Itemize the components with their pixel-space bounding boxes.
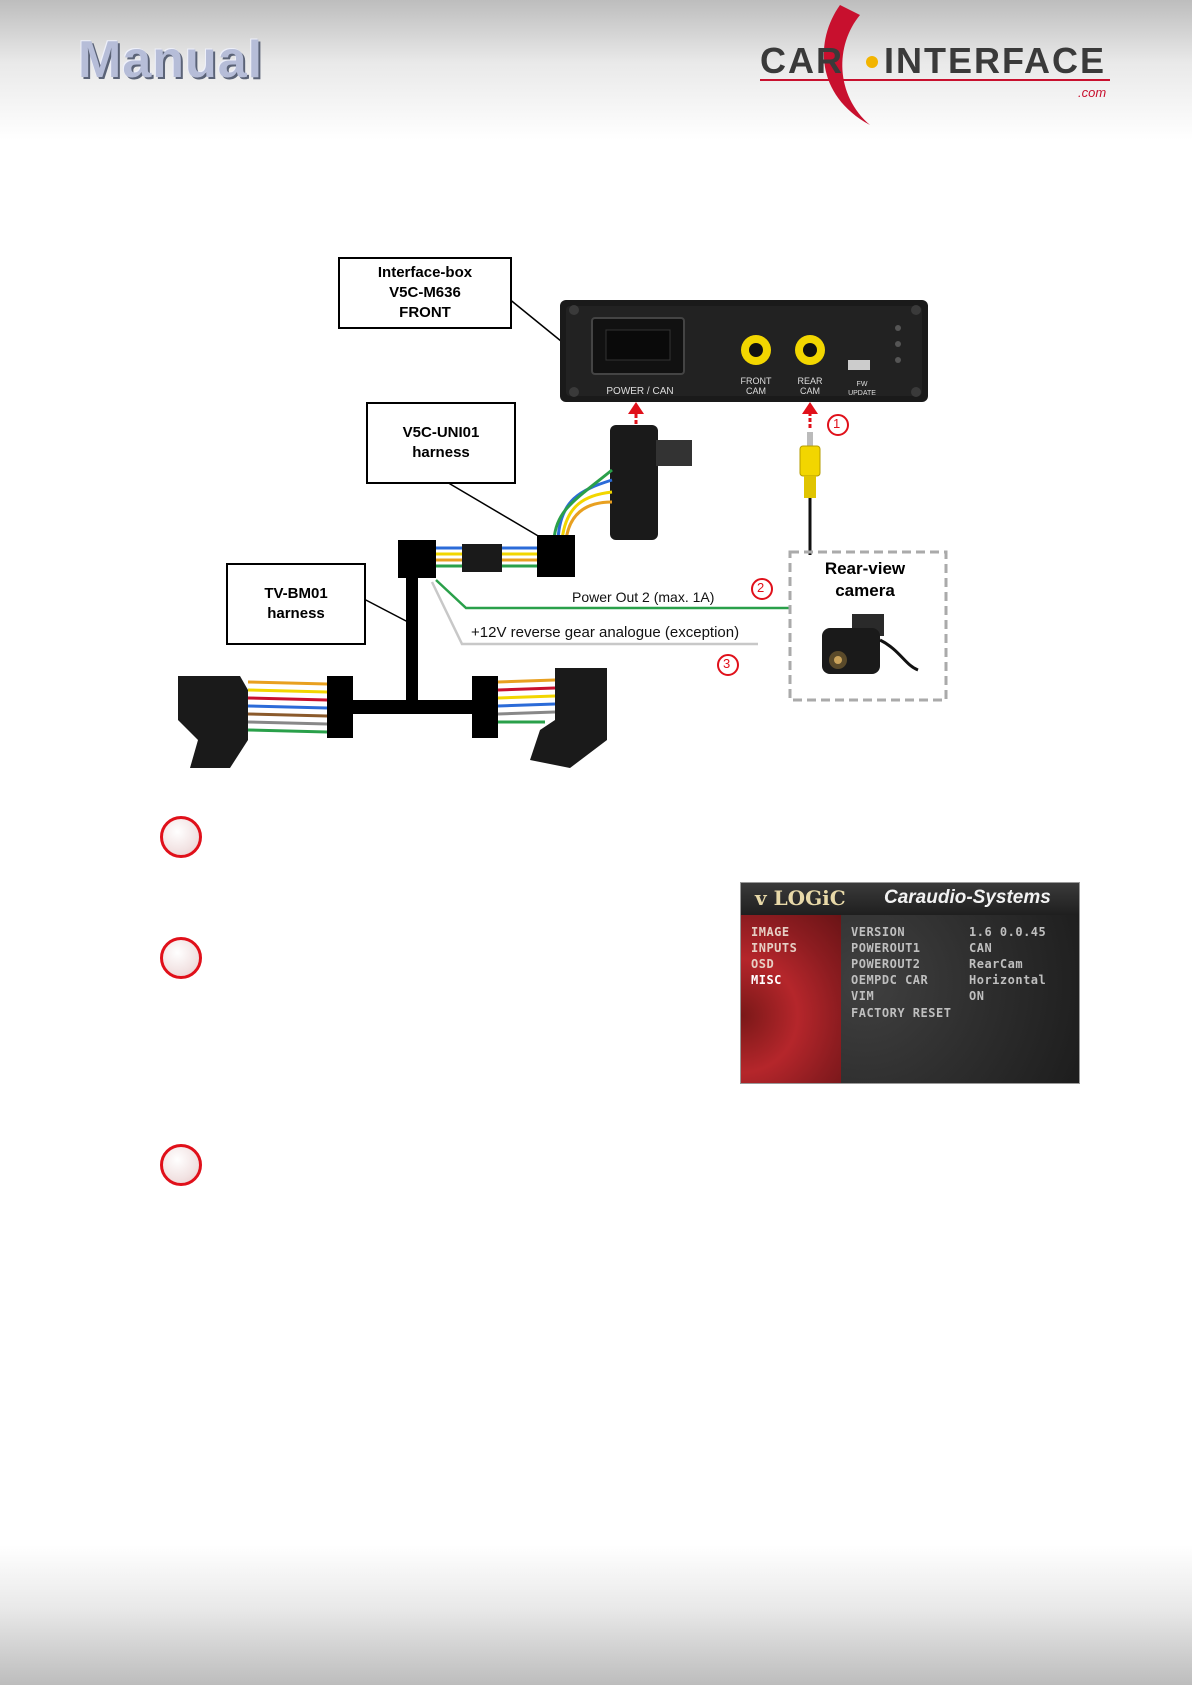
logo-text-interface: INTERFACE xyxy=(884,40,1107,81)
port-front-cam-label-1: FRONT xyxy=(741,376,772,386)
step-3-circle xyxy=(160,1144,202,1186)
port-power-label: POWER / CAN xyxy=(606,386,673,397)
osd-brand-caraudio: Caraudio-Systems xyxy=(884,887,1051,908)
osd-val-powerout2: RearCam xyxy=(969,957,1024,971)
marker-1-icon xyxy=(827,414,849,436)
interface-box-label-line-1: Interface-box xyxy=(377,264,473,281)
camera-label-line-1: Rear-view xyxy=(824,559,906,578)
wire-power-out xyxy=(435,579,790,610)
car-interface-logo: CAR INTERFACE .com xyxy=(760,0,1120,135)
camera-frame xyxy=(788,550,948,702)
manual-title: Manual xyxy=(78,31,264,89)
car-connector-right-icon xyxy=(497,668,607,768)
junction-block-left xyxy=(398,540,436,578)
wire-reverse xyxy=(430,581,758,646)
port-fw-label-1: FW xyxy=(857,381,868,388)
wiring-diagram: POWER / CAN FRONT CAM REAR CAM FW UPDATE xyxy=(178,297,948,768)
marker-1-number: 1 xyxy=(833,416,841,431)
interface-box-label-line-3: FRONT xyxy=(399,304,451,321)
marker-2-icon xyxy=(751,578,773,600)
osd-key-version: VERSION xyxy=(851,925,906,939)
header-band xyxy=(0,0,1192,140)
uni-harness-label-line-1: V5C-UNI01 xyxy=(402,424,480,441)
osd-key-vim: VIM xyxy=(851,989,875,1003)
uni01-connector-icon xyxy=(552,425,692,541)
step-2-circle xyxy=(160,937,202,979)
osd-key-factory-reset: FACTORY RESET xyxy=(851,1006,952,1020)
port-fw-label-2: UPDATE xyxy=(848,390,876,397)
osd-key-powerout2: POWEROUT2 xyxy=(851,957,921,971)
osd-val-oempdc: Horizontal xyxy=(969,973,1047,987)
marker-3-number: 3 xyxy=(723,656,731,671)
port-rear-cam-label-1: REAR xyxy=(797,376,823,386)
osd-key-oempdc: OEMPDC CAR xyxy=(851,973,929,987)
osd-menu-osd: OSD xyxy=(751,957,775,971)
junction-block-right xyxy=(537,535,575,577)
tv-harness-label-line-1: TV-BM01 xyxy=(264,585,328,602)
port-front-cam-label-2: CAM xyxy=(746,386,766,396)
wire-reverse-label: +12V reverse gear analogue (exception) xyxy=(471,624,740,641)
footer-band xyxy=(0,1545,1192,1685)
osd-menu-inputs: INPUTS xyxy=(751,941,798,955)
uni-harness-label-line-2: harness xyxy=(412,444,470,461)
logo-text-car: CAR xyxy=(760,40,844,81)
logo-swoosh-icon xyxy=(760,5,1110,125)
step-1-circle xyxy=(160,816,202,858)
osd-val-powerout1: CAN xyxy=(969,941,993,955)
osd-menu-screenshot: v LOGiC Caraudio-Systems IMAGE INPUTS OS… xyxy=(740,882,1080,1084)
interface-box-label-line-2: V5C-M636 xyxy=(389,284,461,301)
uni-harness-label: V5C-UNI01 harness xyxy=(366,402,516,484)
osd-menu-panel: IMAGE INPUTS OSD MISC xyxy=(741,915,841,1083)
marker-2-number: 2 xyxy=(757,580,765,595)
tv-harness-label: TV-BM01 harness xyxy=(226,563,366,645)
interface-box-device xyxy=(560,300,928,402)
osd-menu-image: IMAGE xyxy=(751,925,790,939)
port-rear-cam-label-2: CAM xyxy=(800,386,820,396)
wire-power-out-label: Power Out 2 (max. 1A) xyxy=(572,589,715,605)
osd-val-vim: ON xyxy=(969,989,985,1003)
car-connector-left-icon xyxy=(178,676,328,768)
osd-settings-panel: VERSION 1.6 0.0.45 POWEROUT1 CAN POWEROU… xyxy=(841,915,1079,1083)
interface-box-label: Interface-box V5C-M636 FRONT xyxy=(338,257,512,329)
camera-icon xyxy=(822,614,919,674)
osd-val-version: 1.6 0.0.45 xyxy=(969,925,1047,939)
osd-key-powerout1: POWEROUT1 xyxy=(851,941,921,955)
red-arrow-icon xyxy=(628,402,818,430)
logo-text-com: .com xyxy=(1078,85,1107,100)
osd-menu-misc: MISC xyxy=(751,973,782,987)
rca-plug-icon xyxy=(799,432,821,555)
inline-connector-icon xyxy=(462,544,502,572)
camera-label: Rear-view camera xyxy=(790,558,940,602)
marker-3-icon xyxy=(717,654,739,676)
tv-harness-label-line-2: harness xyxy=(267,605,325,622)
osd-top-bar: v LOGiC Caraudio-Systems xyxy=(741,883,1079,915)
camera-label-line-2: camera xyxy=(835,581,895,600)
osd-brand-vlogic: v LOGiC xyxy=(755,886,846,910)
